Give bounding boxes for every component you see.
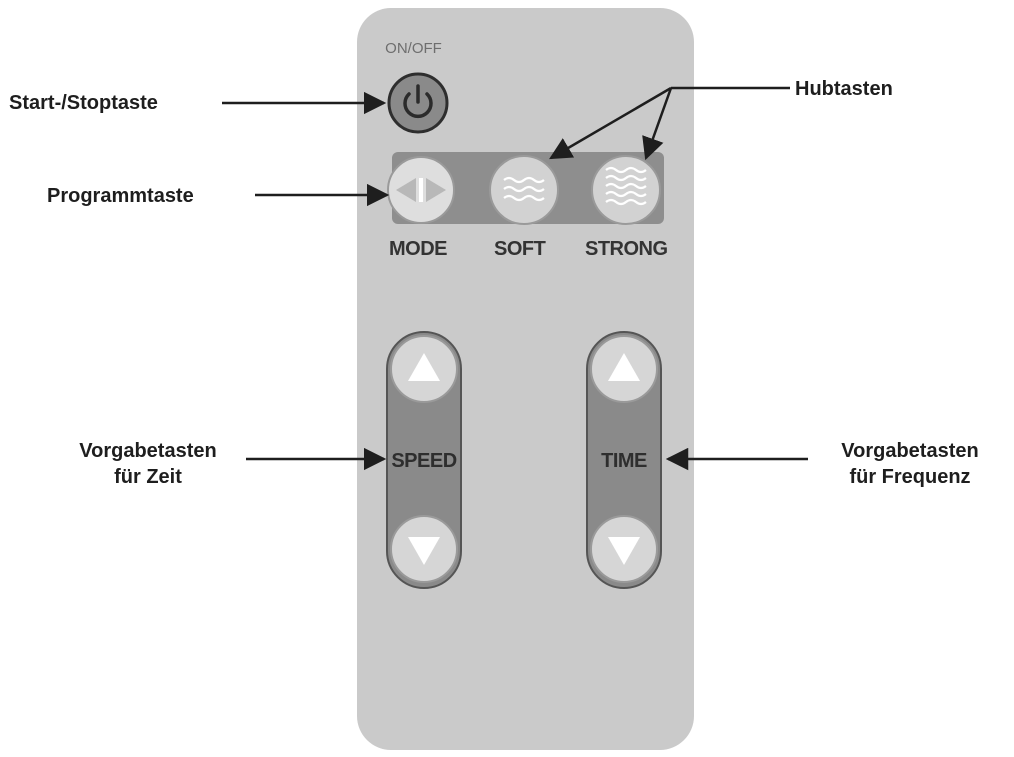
triangle-down-icon	[608, 537, 640, 565]
callout-left-setting: Vorgabetasten für Zeit	[48, 438, 248, 490]
mode-label: MODE	[389, 238, 448, 260]
callout-right-setting-line1: Vorgabetasten	[841, 440, 979, 462]
strong-button[interactable]	[591, 155, 661, 225]
time-down-button[interactable]	[590, 515, 658, 583]
callout-right-setting-line2: für Frequenz	[849, 466, 971, 488]
callout-stroke: Hubtasten	[795, 78, 893, 100]
triangle-up-icon	[608, 353, 640, 381]
triangle-up-icon	[408, 353, 440, 381]
speed-rocker: SPEED	[386, 331, 462, 589]
callout-start-stop: Start-/Stoptaste	[9, 92, 158, 114]
speed-label: SPEED	[391, 450, 456, 472]
time-label: TIME	[601, 450, 647, 472]
time-up-button[interactable]	[590, 335, 658, 403]
callout-left-setting-line2: für Zeit	[114, 466, 182, 488]
triangle-down-icon	[408, 537, 440, 565]
callout-program: Programmtaste	[47, 185, 194, 207]
mode-button[interactable]	[387, 156, 455, 224]
onoff-label: ON/OFF	[385, 40, 442, 57]
strong-wave-icon	[605, 166, 647, 206]
soft-button[interactable]	[489, 155, 559, 225]
speed-up-button[interactable]	[390, 335, 458, 403]
soft-label: SOFT	[494, 238, 546, 260]
speed-down-button[interactable]	[390, 515, 458, 583]
arrow-stroke-soft	[549, 86, 672, 160]
time-rocker: TIME	[586, 331, 662, 589]
mode-icon	[396, 178, 446, 202]
callout-left-setting-line1: Vorgabetasten	[79, 440, 217, 462]
callout-right-setting: Vorgabetasten für Frequenz	[810, 438, 1010, 490]
power-button[interactable]	[387, 72, 449, 134]
soft-wave-icon	[503, 176, 545, 202]
power-icon	[403, 84, 433, 119]
arrow-stroke-strong	[642, 87, 673, 161]
strong-label: STRONG	[585, 238, 668, 260]
